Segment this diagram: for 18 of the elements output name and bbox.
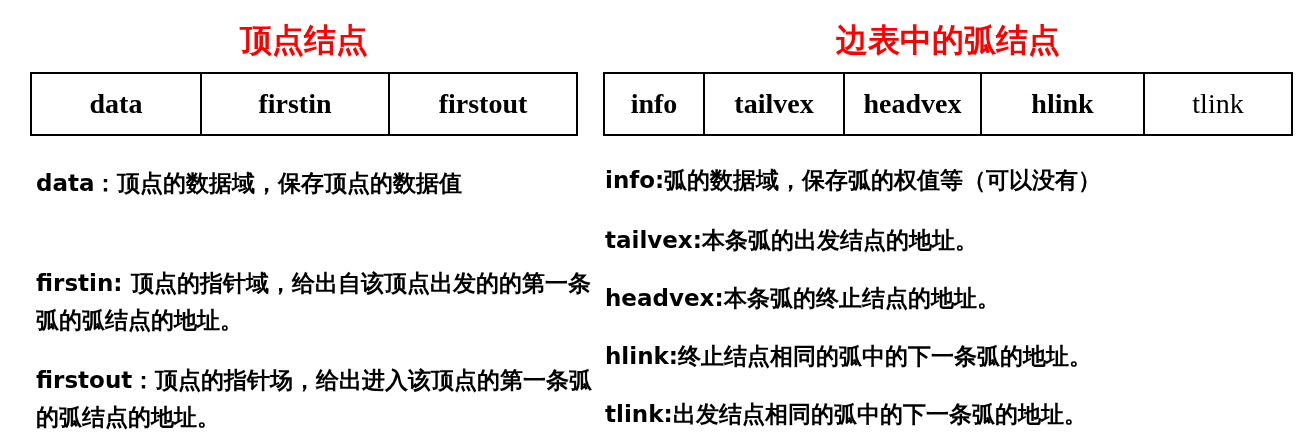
field-cell: firstout (390, 74, 576, 134)
field-cell: tlink (1145, 74, 1291, 134)
field-description: hlink:终止结点相同的弧中的下一条弧的地址。 (605, 342, 1093, 371)
field-description: data：顶点的数据域，保存顶点的数据值 (36, 169, 464, 198)
record-heading: 顶点结点 (238, 20, 369, 60)
field-description: tailvex:本条弧的出发结点的地址。 (605, 226, 979, 255)
field-description: firstin: 顶点的指针域，给出自该顶点出发的的第一条弧的弧结点的地址。 (36, 269, 592, 335)
field-description: info:弧的数据域，保存弧的权值等（可以没有） (605, 166, 1103, 195)
field-cell: firstin (202, 74, 390, 134)
field-cell: tailvex (705, 74, 845, 134)
field-cell: headvex (845, 74, 982, 134)
field-cell: hlink (982, 74, 1145, 134)
field-description: tlink:出发结点相同的弧中的下一条弧的地址。 (605, 400, 1088, 429)
field-description: headvex:本条弧的终止结点的地址。 (605, 284, 1001, 313)
field-description: firstout：顶点的指针场，给出进入该顶点的第一条弧的弧结点的地址。 (36, 366, 594, 432)
field-cell: data (32, 74, 202, 134)
field-cell: info (605, 74, 705, 134)
record-heading: 边表中的弧结点 (835, 20, 1061, 60)
